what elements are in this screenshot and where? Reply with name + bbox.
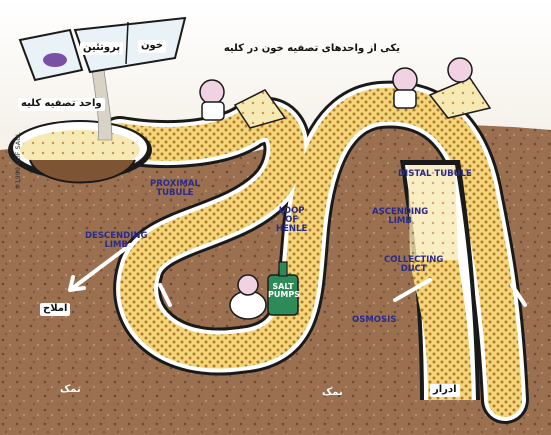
salt-pumps-label: SALT PUMPS [268,283,298,300]
protein-cup-label: پروتئین [80,42,123,55]
descending-limb-label: DESCENDING LIMB [85,232,147,250]
distal-tubule-label: DISTAL TUBULE [398,170,472,179]
osmosis-label: OSMOSIS [352,316,396,325]
blood-cup-label: خون [138,40,166,53]
artist-credit: ©1999 LEIF SAUL [14,132,22,190]
ascending-limb-label: ASCENDING LIMB [372,208,428,226]
diagram-title: یکی از واحدهای تصفیه خون در کلیه [250,44,400,55]
salt-mid-label: نمک [322,388,343,399]
urine-label: ادرار [430,384,460,397]
collecting-duct-label: COLLECTING DUCT [384,256,443,274]
proximal-tubule-label: PROXIMAL TUBULE [150,180,200,198]
salt-left-label: نمک [60,385,81,396]
loop-of-henle-label: LOOP OF HENLE [276,207,307,234]
salts-label: املاح [40,303,70,316]
filtration-unit-label: واحد تصفیه کلیه [18,98,105,111]
